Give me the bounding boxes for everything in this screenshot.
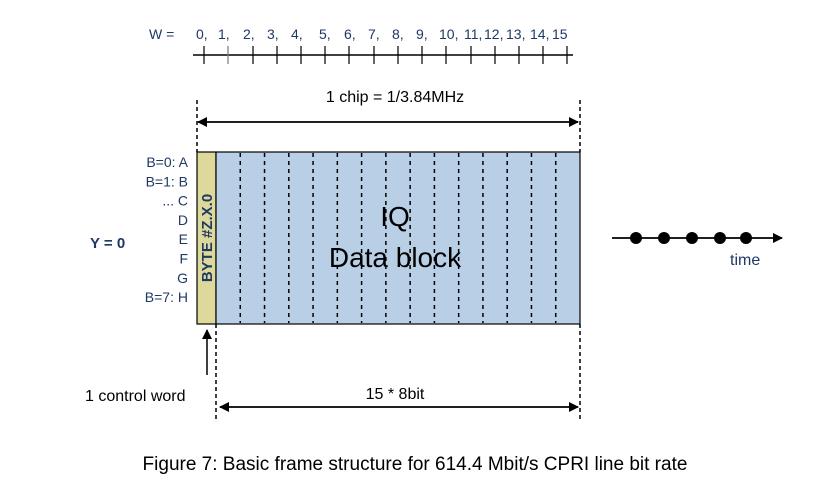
- bit-label: B=7: H: [145, 289, 188, 305]
- bit-label: E: [179, 231, 188, 247]
- w-axis-tick-marks: [203, 46, 568, 64]
- bit-label: F: [179, 251, 188, 267]
- chip-duration-label: 1 chip = 1/3.84MHz: [326, 89, 464, 106]
- w-tick-label: 9,: [416, 26, 428, 42]
- w-tick-label: 6,: [344, 26, 356, 42]
- data-width-label: 15 * 8bit: [366, 386, 425, 403]
- control-word-label: 1 control word: [85, 388, 186, 405]
- time-dots: [630, 232, 752, 244]
- w-tick-label: 3,: [267, 26, 279, 42]
- bit-label: D: [178, 212, 188, 228]
- w-tick-label: 5,: [319, 26, 331, 42]
- w-tick-label: 8,: [392, 26, 404, 42]
- time-dot: [658, 232, 670, 244]
- bit-label: B=0: A: [146, 154, 188, 170]
- w-axis-label: W =: [149, 26, 174, 42]
- w-tick-label: 1,: [218, 26, 230, 42]
- iq-data-block: [215, 151, 581, 325]
- w-tick-label: 12,: [484, 26, 503, 42]
- w-axis-tick-labels: 0, 1, 2, 3, 4, 5, 6, 7, 8, 9, 10, 11,12,13, 14,15: [196, 26, 568, 42]
- control-byte-label: BYTE #Z.X.0: [199, 194, 216, 282]
- bit-label: ... C: [162, 193, 188, 209]
- w-tick-label: 4,: [291, 26, 303, 42]
- time-label: time: [730, 252, 760, 269]
- w-tick-label: 2,: [243, 26, 255, 42]
- w-tick-label: 15: [552, 26, 568, 42]
- y-index-label: Y = 0: [90, 235, 125, 252]
- w-tick-label: 0,: [196, 26, 208, 42]
- bit-label: G: [177, 270, 188, 286]
- w-tick-label: 13,: [506, 26, 525, 42]
- w-tick-label: 10,: [439, 26, 458, 42]
- data-block-title-line1: IQ: [380, 201, 410, 232]
- figure-caption: Figure 7: Basic frame structure for 614.…: [143, 454, 688, 475]
- w-tick-label: 14,: [530, 26, 549, 42]
- time-dot: [686, 232, 698, 244]
- data-block-title-line2: Data block: [329, 242, 462, 273]
- w-tick-label: 11,: [464, 26, 482, 42]
- time-dot: [740, 232, 752, 244]
- time-dot: [630, 232, 642, 244]
- w-tick-label: 7,: [368, 26, 380, 42]
- time-dot: [714, 232, 726, 244]
- bit-label: B=1: B: [146, 173, 188, 189]
